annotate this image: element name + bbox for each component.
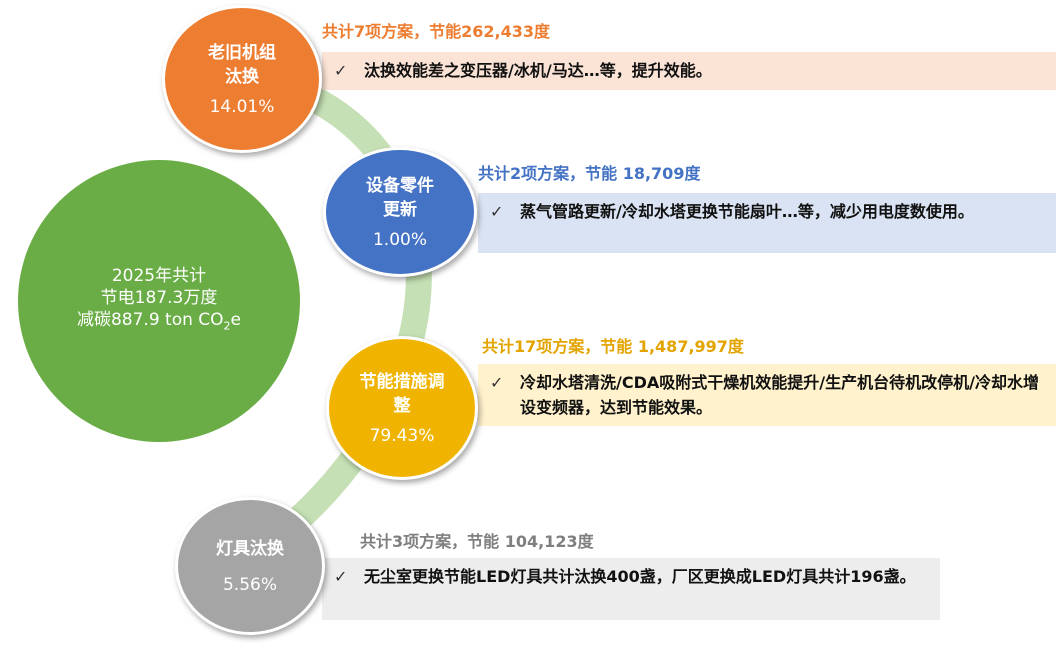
item-equipment-percent: 1.00%	[372, 230, 427, 250]
item-lighting-header: 共计3项方案，节能 104,123度	[360, 532, 594, 551]
summary-circle: 2025年共计 节电187.3万度 减碳887.9 ton CO2e	[18, 160, 300, 442]
item-old-units-circle: 老旧机组 汰换 14.01%	[162, 5, 322, 153]
item-old-units-header: 共计7项方案，节能262,433度	[322, 22, 551, 41]
item-old-units-name-1: 老旧机组	[208, 43, 276, 63]
check-icon: ✓	[490, 202, 504, 221]
item-lighting-panel: ✓ 无尘室更换节能LED灯具共计汰换400盏，厂区更换成LED灯具共计196盏。	[322, 558, 940, 620]
item-equipment-circle: 设备零件 更新 1.00%	[323, 147, 477, 277]
item-equipment-detail: 蒸气管路更新/冷却水塔更换节能扇叶…等，减少用电度数使用。	[520, 202, 974, 221]
item-equipment-name-2: 更新	[383, 200, 417, 220]
item-equipment-header: 共计2项方案，节能 18,709度	[478, 164, 701, 183]
item-old-units-detail: 汰换效能差之变压器/冰机/马达…等，提升效能。	[364, 61, 712, 80]
item-lighting-circle: 灯具汰换 5.56%	[175, 497, 325, 635]
item-equipment-name-1: 设备零件	[366, 176, 434, 196]
check-icon: ✓	[334, 61, 348, 80]
item-measures-percent: 79.43%	[369, 426, 435, 446]
item-old-units-percent: 14.01%	[209, 97, 275, 117]
item-lighting-name-1: 灯具汰换	[216, 539, 284, 559]
item-lighting-detail: 无尘室更换节能LED灯具共计汰换400盏，厂区更换成LED灯具共计196盏。	[364, 567, 916, 586]
item-measures-circle: 节能措施调 整 79.43%	[326, 336, 478, 480]
item-equipment-panel: ✓ 蒸气管路更新/冷却水塔更换节能扇叶…等，减少用电度数使用。	[478, 193, 1056, 253]
item-lighting-percent: 5.56%	[222, 575, 277, 595]
summary-carbon-reduced: 减碳887.9 ton CO2e	[76, 309, 242, 333]
item-measures-name-2: 整	[393, 396, 411, 416]
summary-electricity-saved: 节电187.3万度	[100, 287, 218, 308]
item-old-units-panel: ✓ 汰换效能差之变压器/冰机/马达…等，提升效能。	[322, 52, 1056, 90]
summary-year-label: 2025年共计	[111, 265, 207, 286]
item-measures-panel: ✓ 冷却水塔清洗/CDA吸附式干燥机效能提升/生产机台待机改停机/冷却水增设变频…	[478, 364, 1056, 426]
item-measures-detail: 冷却水塔清洗/CDA吸附式干燥机效能提升/生产机台待机改停机/冷却水增设变频器，…	[520, 373, 1039, 417]
check-icon: ✓	[490, 373, 504, 392]
item-measures-header: 共计17项方案，节能 1,487,997度	[482, 337, 744, 356]
item-old-units-name-2: 汰换	[225, 67, 259, 87]
check-icon: ✓	[334, 567, 348, 586]
item-measures-name-1: 节能措施调	[359, 372, 445, 392]
